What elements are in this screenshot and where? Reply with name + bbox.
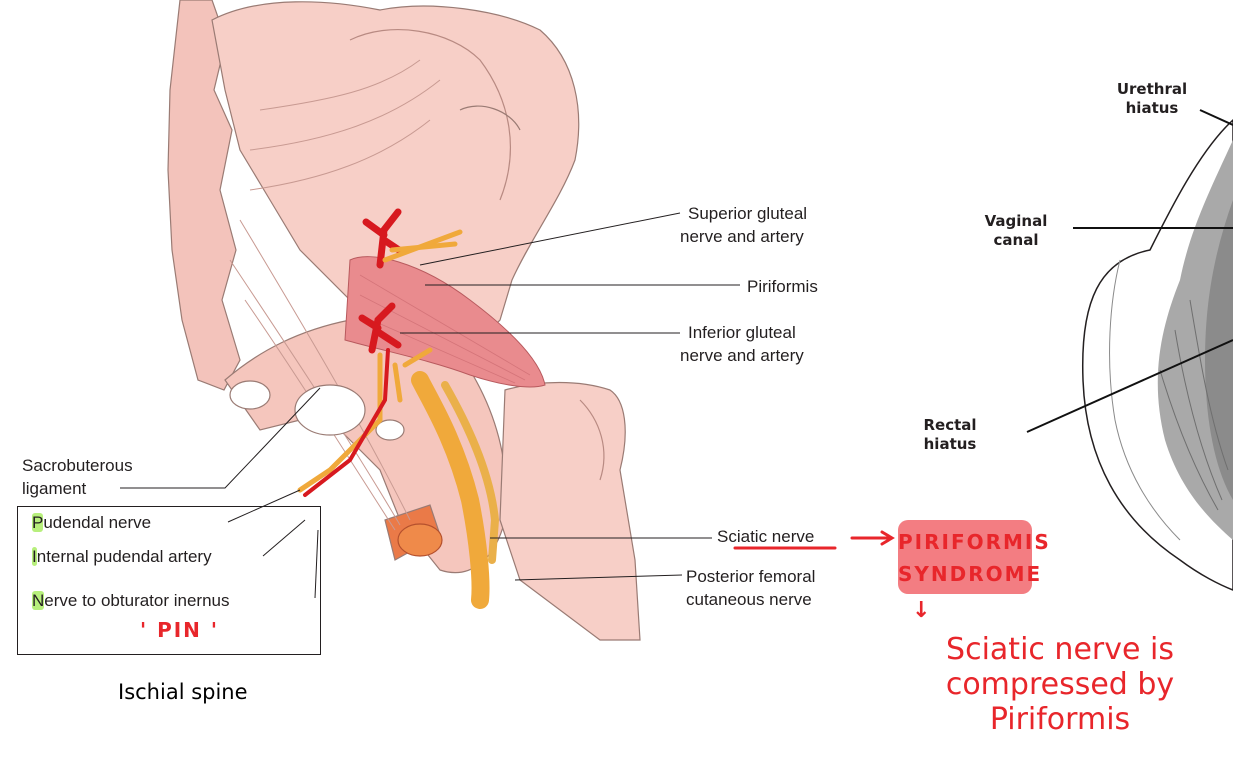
highlight-n: N xyxy=(32,591,45,610)
label-posterior-femoral-2: cutaneous nerve xyxy=(686,590,812,609)
pin-box xyxy=(17,506,321,655)
explain-line-2: compressed by xyxy=(945,667,1175,702)
label-pudendal-nerve: Pudendal nerve xyxy=(32,512,151,533)
highlight-p: P xyxy=(32,513,44,532)
gluteal-nerves xyxy=(297,229,463,493)
label-rectal-1: Rectal xyxy=(923,416,977,434)
label-sacrotuberous-2: ligament xyxy=(22,479,87,498)
inferior-gluteal-artery xyxy=(358,302,402,354)
syndrome-line-1: PIRIFORMIS xyxy=(898,530,1051,554)
label-rectal-2: hiatus xyxy=(923,435,977,453)
label-internal-pudendal-artery: Internal pudendal artery xyxy=(32,546,212,567)
syndrome-line-2: SYNDROME xyxy=(898,562,1043,586)
label-inferior-gluteal-1: Inferior gluteal xyxy=(688,323,796,342)
pelvic-floor-illustration xyxy=(1081,118,1233,591)
label-obturator-nerve: Nerve to obturator inernus xyxy=(32,590,230,611)
syndrome-highlight xyxy=(898,520,1032,594)
ischial-spine-caption: Ischial spine xyxy=(118,680,248,704)
label-vaginal-2: canal xyxy=(993,231,1039,249)
posterior-femoral-nerve xyxy=(441,381,500,564)
label-sciatic-nerve: Sciatic nerve xyxy=(717,527,815,546)
explain-line-1: Sciatic nerve is xyxy=(946,632,1174,667)
label-urethral-1: Urethral xyxy=(1116,80,1188,98)
label-superior-gluteal-2: nerve and artery xyxy=(680,227,804,246)
sciatic-underline xyxy=(733,530,895,550)
label-superior-gluteal-1: Superior gluteal xyxy=(688,204,808,223)
label-inferior-gluteal-2: nerve and artery xyxy=(680,346,804,365)
label-vaginal-1: Vaginal xyxy=(984,212,1048,230)
pin-mnemonic: ' PIN ' xyxy=(140,618,220,642)
label-sacrotuberous-1: Sacrobuterous xyxy=(22,456,133,475)
down-arrow: ↓ xyxy=(912,598,931,623)
pudendal-artery xyxy=(303,348,390,497)
pelvic-leaders xyxy=(1026,109,1233,433)
label-urethral-2: hiatus xyxy=(1125,99,1179,117)
label-piriformis: Piriformis xyxy=(747,277,818,296)
highlight-i: I xyxy=(32,547,37,566)
label-posterior-femoral-1: Posterior femoral xyxy=(686,567,816,586)
explain-line-3: Piriformis xyxy=(989,702,1131,737)
sciatic-nerve xyxy=(411,371,490,609)
leader-lines xyxy=(120,212,740,599)
artery-rest: nternal pudendal artery xyxy=(36,547,212,566)
obturator-rest: erve to obturator inernus xyxy=(44,591,230,610)
pudendal-rest: udendal nerve xyxy=(43,513,152,532)
pelvis-bones xyxy=(167,0,641,641)
